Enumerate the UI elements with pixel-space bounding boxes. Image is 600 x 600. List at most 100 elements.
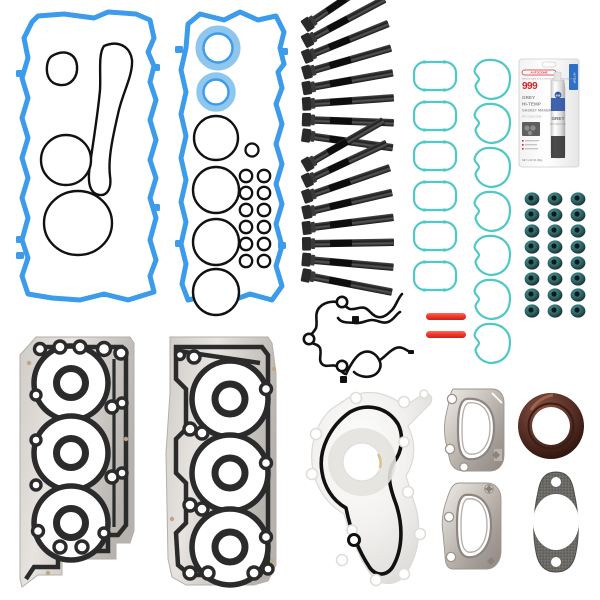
crankshaft-seal-lip (527, 402, 575, 450)
exhaust-pipe-gasket-bolt-hole (551, 557, 561, 567)
exhaust-manifold-gasket-upper (440, 387, 510, 477)
crankshaft-seal-highlight (529, 393, 554, 411)
sealant-tube: 999 GREY RTV SILICONE (550, 71, 566, 159)
intake-gasket-rect (412, 180, 458, 212)
water-pump-gasket-hub-bore (342, 442, 382, 482)
head-gasket-right-coolant-holes (173, 348, 275, 581)
head-bolt (301, 164, 391, 204)
valve-stem-seal-row (524, 288, 586, 302)
vcg-right-single-grommet (244, 142, 260, 158)
blister-side-tab (569, 64, 578, 90)
sealant-side-tab-text: HI-TEMP (573, 73, 577, 84)
exhaust-gasket-lower-notch-bottom (487, 557, 495, 565)
valve-stem-seal (547, 240, 563, 254)
valve-stem-seal (570, 208, 586, 222)
intake-port-gasket (473, 278, 512, 321)
head-gasket-left-bore (31, 483, 111, 563)
head-gasket-left-coolant-holes (29, 339, 129, 555)
vcg-right-tab-1 (175, 46, 183, 53)
exhaust-pipe-gasket-bolt-hole (551, 477, 561, 487)
intake-manifold-gasket-port-column (466, 58, 516, 365)
intake-port-gasket (473, 58, 512, 101)
water-pump-gasket-hub-glint (376, 453, 382, 469)
timing-gasket-block (340, 376, 347, 383)
valve-stem-seal (570, 256, 586, 270)
intake-gasket-rect (412, 140, 458, 172)
head-bolt (301, 94, 395, 111)
valve-stem-seal (524, 288, 540, 302)
valve-cover-gasket-left (8, 8, 173, 308)
valve-stem-seal-row (524, 304, 586, 318)
rtv-sealant-package: HI-TEMP AUTOZONE SENSOR SAFE NON-CORROSI… (518, 58, 580, 168)
vcg-right-tab-4 (278, 242, 286, 249)
timing-gasket-bead-mid (336, 310, 402, 325)
timing-gasket-block (352, 316, 359, 323)
vcg-left-tab-1 (16, 70, 24, 77)
head-bolt (301, 44, 392, 80)
sealant-tube-number: 999 (556, 93, 561, 97)
intake-gasket-rect (412, 100, 458, 132)
head-bolt (300, 268, 393, 296)
intake-port-gasket (473, 190, 512, 233)
timing-cover-gasket (300, 288, 420, 388)
sealant-line4: RTV SILICONE (522, 114, 542, 118)
head-gasket-right-cylinder-bores (189, 358, 271, 588)
timing-gasket-end-tab (408, 350, 414, 354)
timing-gasket-bead-tail (378, 346, 412, 362)
head-bolt (301, 188, 393, 220)
sealant-number: 999 (522, 81, 538, 92)
crankshaft-seal (515, 390, 587, 462)
exhaust-gasket-upper-bolt-hole (446, 393, 458, 405)
red-seal-strip (426, 331, 466, 338)
valve-stem-seal (570, 304, 586, 318)
head-bolt (300, 0, 382, 32)
exhaust-manifold-gasket-lower (437, 481, 509, 575)
exhaust-gasket-lower-port (455, 493, 493, 559)
timing-gasket-bead-top (317, 292, 404, 319)
vcg-left-tab-3 (16, 252, 24, 259)
intake-port-gasket (473, 234, 512, 277)
exhaust-gasket-upper-bolt-hole (459, 462, 469, 472)
valve-stem-seal (570, 224, 586, 238)
exhaust-gasket-lower-bolt-hole (443, 511, 455, 523)
crankshaft-seal-inner (532, 407, 570, 445)
sealant-fineprint: SENSOR SAFE NON-CORROSIVE SYNTHETIC RESI… (522, 78, 574, 81)
head-bolt (301, 20, 390, 64)
vcg-left-tab-4 (152, 64, 160, 71)
valve-stem-seal (547, 272, 563, 286)
head-bolt (300, 140, 388, 188)
valve-stem-seal (547, 208, 563, 222)
vcg-left-tab-2 (16, 236, 24, 243)
exhaust-gasket-lower-port-inner (460, 498, 488, 553)
valve-stem-seal-row (524, 272, 586, 286)
valve-stem-seal-grid (523, 192, 595, 322)
vcg-left-oval-port (45, 51, 79, 87)
exhaust-gasket-upper-emboss (491, 392, 503, 404)
head-gasket-left-rivet (26, 360, 129, 576)
head-bolt (300, 0, 387, 48)
valve-stem-seal (524, 224, 540, 238)
vcg-right-bore-3 (191, 217, 241, 267)
valve-cover-gasket-right (172, 8, 294, 317)
water-pump-gasket-bolt-holes (305, 389, 429, 587)
head-gasket-left (18, 335, 150, 593)
intake-manifold-gasket-rect-column (410, 60, 460, 310)
intake-port-gasket (473, 322, 512, 365)
valve-stem-seal (524, 240, 540, 254)
valve-stem-seal (524, 208, 540, 222)
vcg-left-plug-hole-2 (42, 189, 114, 257)
valve-stem-seal (570, 272, 586, 286)
sealant-tube-cap (553, 71, 562, 82)
vcg-right-grommet-array (238, 168, 272, 269)
sealant-tube-bottom (551, 136, 565, 158)
sealant-bullets (522, 140, 524, 150)
valve-stem-seal (524, 192, 540, 206)
valve-stem-seal (570, 288, 586, 302)
head-gasket-left-bore (31, 343, 111, 423)
water-pump-gasket-bead-eyelets (347, 533, 361, 547)
vcg-right-bore-2 (191, 165, 241, 215)
valve-stem-seal (570, 240, 586, 254)
vcg-right-spark-tube-2-inner (202, 78, 230, 106)
exhaust-pipe-gasket-bore (533, 494, 579, 550)
